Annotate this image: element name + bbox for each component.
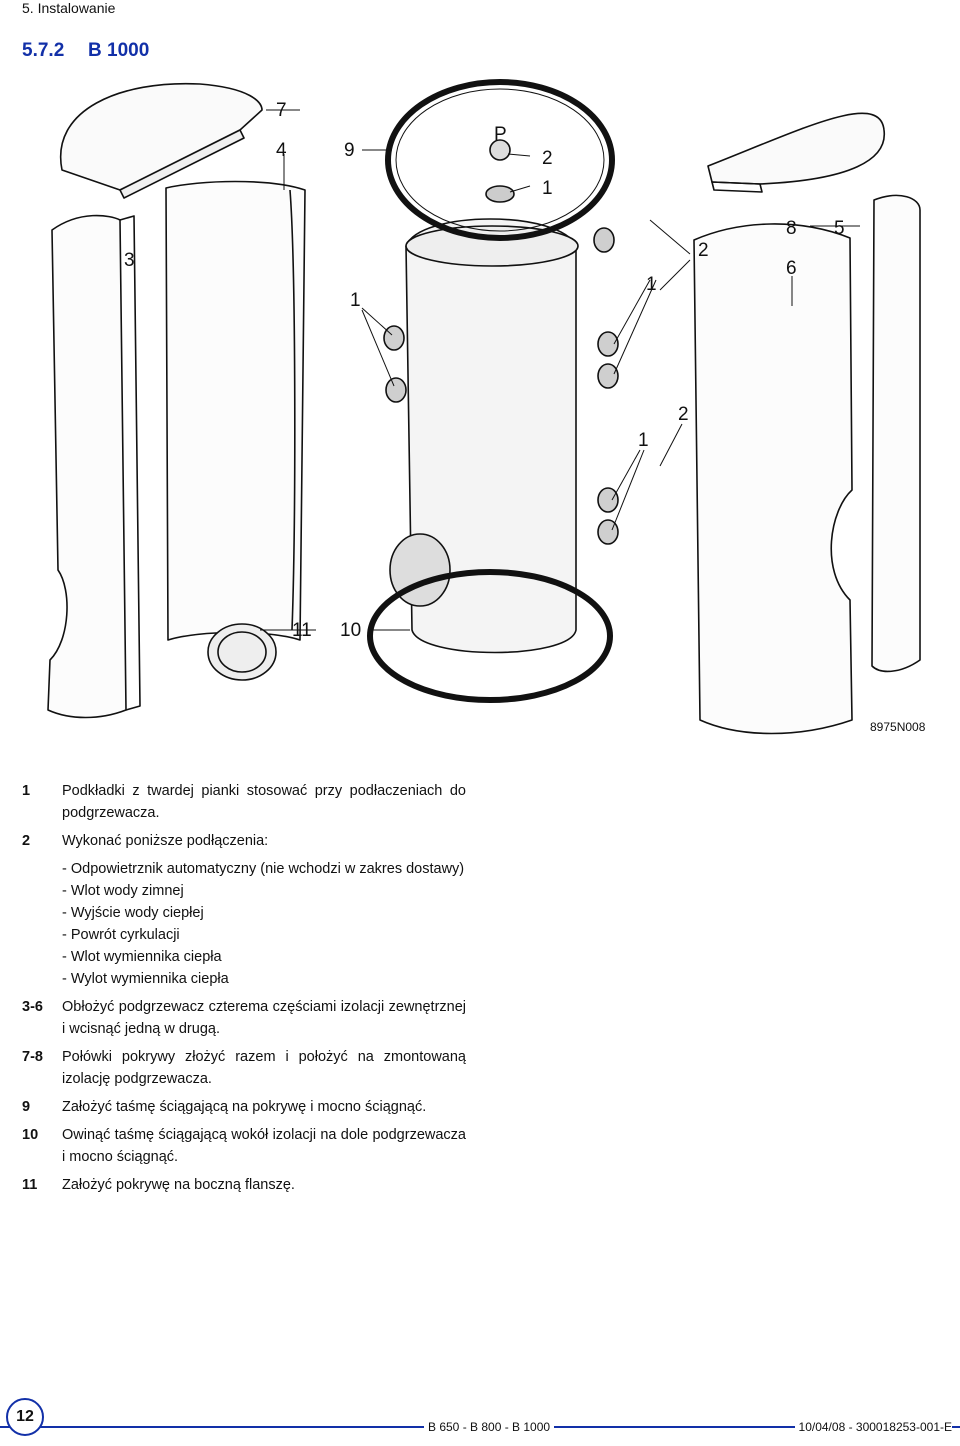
top-strap-ring	[385, 79, 615, 241]
note-item: 9 Założyć taśmę ściągającą na pokrywę i …	[22, 1096, 466, 1118]
label-11: 11	[292, 620, 312, 641]
label-4: 4	[276, 140, 287, 161]
label-8: 8	[786, 218, 797, 239]
list-item: - Odpowietrznik automatyczny (nie wchodz…	[62, 861, 465, 877]
section-title: 5.7.2 B 1000	[22, 40, 149, 62]
label-P: P	[494, 124, 507, 145]
note-text: Wykonać poniższe podłączenia:	[62, 833, 269, 849]
lid-half-right	[707, 112, 885, 185]
page-number: 12	[6, 1398, 44, 1436]
label-2: 2	[542, 148, 553, 169]
label-6: 6	[786, 258, 797, 279]
label-5: 5	[834, 218, 845, 239]
label-2: 2	[698, 240, 709, 261]
footer-reference: 10/04/08 - 300018253-001-E	[794, 1420, 952, 1434]
label-2: 2	[678, 404, 689, 425]
connections-list: - Odpowietrznik automatyczny (nie wchodz…	[62, 858, 466, 990]
label-7: 7	[276, 100, 287, 121]
lid-half-left	[59, 82, 263, 191]
label-3: 3	[124, 250, 135, 271]
note-item: 1 Podkładki z twardej pianki stosować pr…	[22, 780, 466, 824]
tank-body	[405, 218, 577, 654]
bottom-strap-ring	[367, 569, 613, 703]
note-item: 10 Owinąć taśmę ściągającą wokół izolacj…	[22, 1124, 466, 1168]
note-text: Założyć taśmę ściągającą na pokrywę i mo…	[62, 1099, 427, 1115]
note-text: Owinąć taśmę ściągającą wokół izolacji n…	[62, 1127, 466, 1165]
notes-list: 1 Podkładki z twardej pianki stosować pr…	[22, 780, 466, 1202]
figure-labels: 7 4 9 P 2 1 3 8 5 2 6 1 1 1 2 11 10	[124, 100, 845, 641]
note-text: Połówki pokrywy złożyć razem i położyć n…	[62, 1049, 466, 1087]
section-number: 5.7.2	[22, 40, 65, 61]
note-text: Założyć pokrywę na boczną flanszę.	[62, 1177, 295, 1193]
figure-code: 8975N008	[870, 720, 926, 734]
note-key: 1	[22, 783, 31, 799]
label-1: 1	[350, 290, 361, 311]
insulation-right-center	[693, 223, 853, 735]
label-10: 10	[340, 620, 361, 641]
note-key: 9	[22, 1099, 31, 1115]
label-1: 1	[638, 430, 649, 451]
footer-models: B 650 - B 800 - B 1000	[424, 1420, 555, 1434]
note-item: 3-6 Obłożyć podgrzewacz czterema częścia…	[22, 996, 466, 1040]
note-key: 11	[22, 1177, 38, 1193]
exploded-assembly-figure: 7 4 9 P 2 1 3 8 5 2 6 1 1 1 2 11 10	[0, 70, 960, 750]
insulation-right-outer	[871, 194, 921, 673]
section-header: 5. Instalowanie	[22, 0, 116, 16]
insulation-left-center	[165, 180, 306, 641]
label-1: 1	[542, 178, 553, 199]
list-item: - Wyjście wody ciepłej	[62, 905, 204, 921]
note-key: 7-8	[22, 1049, 43, 1065]
note-item: 11 Założyć pokrywę na boczną flanszę.	[22, 1174, 466, 1196]
note-item: 7-8 Połówki pokrywy złożyć razem i położ…	[22, 1046, 466, 1090]
list-item: - Wlot wody zimnej	[62, 883, 184, 899]
assembly-drawing: 7 4 9 P 2 1 3 8 5 2 6 1 1 1 2 11 10	[47, 79, 921, 735]
insulation-left-outer	[47, 214, 127, 719]
label-9: 9	[344, 140, 355, 161]
note-key: 10	[22, 1127, 39, 1143]
note-key: 3-6	[22, 999, 43, 1015]
label-1: 1	[646, 274, 657, 295]
list-item: - Wlot wymiennika ciepła	[62, 949, 222, 965]
note-item: 2 Wykonać poniższe podłączenia:	[22, 830, 466, 852]
note-key: 2	[22, 833, 31, 849]
note-text: Obłożyć podgrzewacz czterema częściami i…	[62, 999, 466, 1037]
note-text: Podkładki z twardej pianki stosować przy…	[62, 783, 466, 821]
list-item: - Wylot wymiennika ciepła	[62, 971, 229, 987]
section-name: B 1000	[88, 40, 150, 61]
list-item: - Powrót cyrkulacji	[62, 927, 180, 943]
